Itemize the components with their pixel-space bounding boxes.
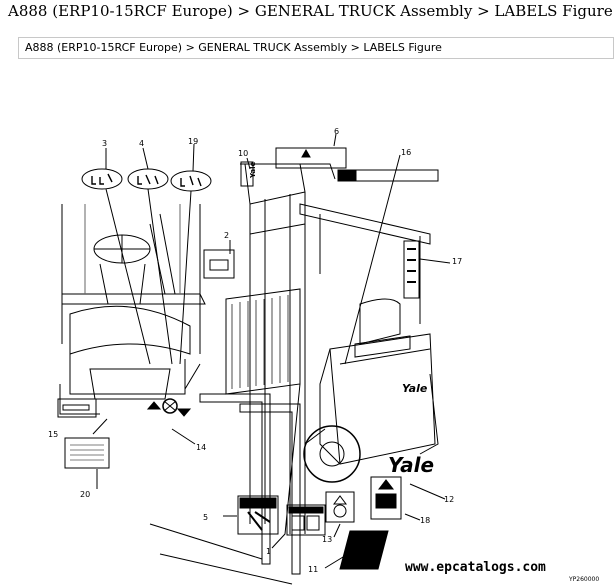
callout-2: 2 [224, 231, 229, 240]
label-14 [146, 398, 192, 417]
breadcrumb-text: A888 (ERP10-15RCF Europe) > GENERAL TRUC… [25, 41, 442, 54]
callout-1: 1 [266, 547, 271, 556]
label-10 [240, 161, 254, 187]
label-3-pictogram [81, 168, 123, 190]
callout-20: 20 [80, 490, 90, 499]
label-6 [275, 147, 347, 169]
operator-compartment-inset [59, 204, 206, 415]
label-17 [403, 240, 420, 299]
label-18 [370, 476, 402, 520]
page-title: A888 (ERP10-15RCF Europe) > GENERAL TRUC… [8, 2, 613, 20]
callout-4: 4 [139, 139, 144, 148]
callout-3: 3 [102, 139, 107, 148]
labels-figure-diagram: Yale Yale Yale 3 4 19 2 10 6 16 17 15 14… [0, 64, 616, 585]
callout-15: 15 [48, 430, 58, 439]
label-11 [339, 530, 389, 570]
callout-18: 18 [420, 516, 430, 525]
watermark: www.epcatalogs.com [405, 560, 546, 575]
callout-10: 10 [238, 149, 248, 158]
callout-19: 19 [188, 137, 198, 146]
figure-code: YP260000 [569, 576, 600, 583]
callout-12: 12 [444, 495, 454, 504]
label-10-brand: Yale [249, 161, 257, 179]
callout-13: 13 [322, 535, 332, 544]
label-12-brand: Yale [388, 453, 434, 477]
callout-11: 11 [308, 565, 318, 574]
label-13 [325, 491, 355, 523]
label-5 [237, 495, 279, 535]
label-15 [57, 398, 97, 418]
label-1 [286, 504, 326, 536]
forklift-illustration [149, 163, 439, 585]
callout-5: 5 [203, 513, 208, 522]
label-2 [203, 249, 235, 279]
callout-14: 14 [196, 443, 206, 452]
yale-body-logo: Yale [402, 382, 428, 395]
callout-6: 6 [334, 127, 339, 136]
callout-numbers: 3 4 19 2 10 6 16 17 15 14 20 5 1 13 12 1… [48, 127, 462, 574]
callout-16: 16 [401, 148, 411, 157]
breadcrumb: A888 (ERP10-15RCF Europe) > GENERAL TRUC… [18, 37, 614, 59]
callout-17: 17 [452, 257, 462, 266]
label-20 [64, 437, 110, 469]
